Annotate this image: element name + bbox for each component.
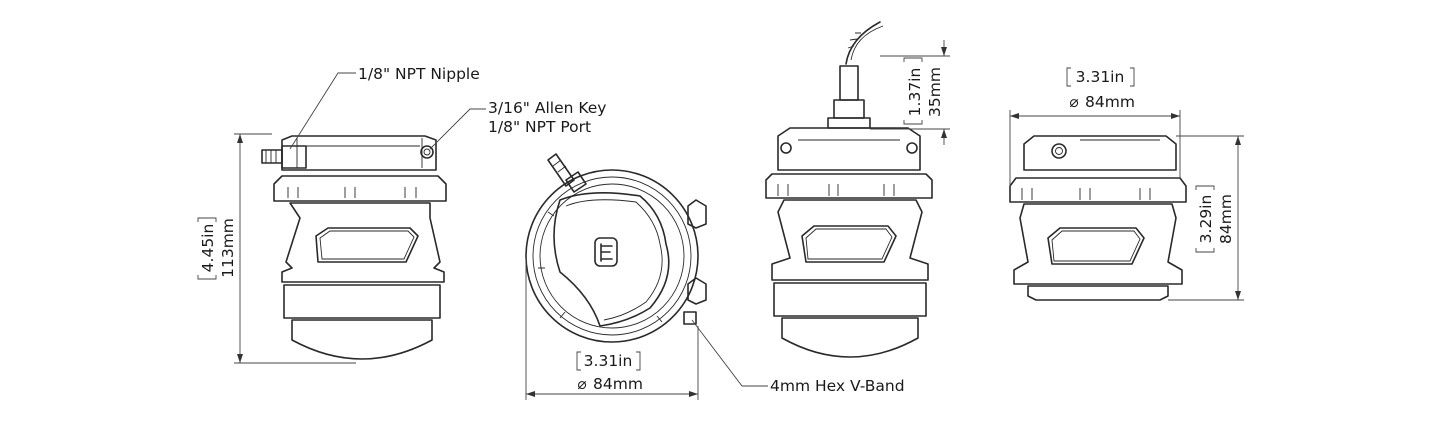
top-view-center <box>525 153 707 343</box>
side-view-cable <box>765 21 933 358</box>
height-dimension-side: 4.45in 113mm <box>197 133 356 364</box>
side-height-in-label: 4.45in <box>199 224 217 273</box>
brand-logo <box>594 237 618 267</box>
sensor-cable-part <box>827 21 884 129</box>
right-width-in-label: 3.31in <box>1076 68 1125 86</box>
cable-height-in-label: 1.37in <box>906 68 924 117</box>
right-diameter-symbol: ⌀ <box>1069 93 1078 111</box>
right-height-in-label: 3.29in <box>1197 195 1215 244</box>
hex-vband-label: 4mm Hex V-Band <box>770 377 905 395</box>
side-view-right <box>1009 135 1187 301</box>
cable-height-dimension: 1.37in 35mm <box>870 40 950 145</box>
hex-vband-leader <box>691 319 768 387</box>
side-view-left <box>261 135 447 360</box>
npt-port-label: 1/8" NPT Port <box>488 118 591 136</box>
npt-nipple-label: 1/8" NPT Nipple <box>358 65 480 83</box>
npt-nipple-part <box>261 145 307 169</box>
allen-key-leader <box>429 108 486 150</box>
allen-port-part <box>420 145 434 159</box>
top-width-mm-label: 84mm <box>593 375 643 393</box>
side-height-mm-label: 113mm <box>219 218 237 278</box>
top-width-in-label: 3.31in <box>584 352 633 370</box>
top-diameter-symbol: ⌀ <box>577 375 586 393</box>
height-dimension-right: 3.29in 84mm <box>1168 135 1244 301</box>
right-width-mm-label: 84mm <box>1085 93 1135 111</box>
width-dimension-top: 3.31in ⌀ 84mm <box>525 258 699 400</box>
width-dimension-right: 3.31in ⌀ 84mm <box>1009 67 1181 186</box>
right-height-mm-label: 84mm <box>1217 194 1235 244</box>
npt-nipple-leader <box>289 72 356 150</box>
cable-height-mm-label: 35mm <box>926 67 944 117</box>
top-nipple-part <box>547 153 587 193</box>
allen-key-label: 3/16" Allen Key <box>488 99 606 117</box>
